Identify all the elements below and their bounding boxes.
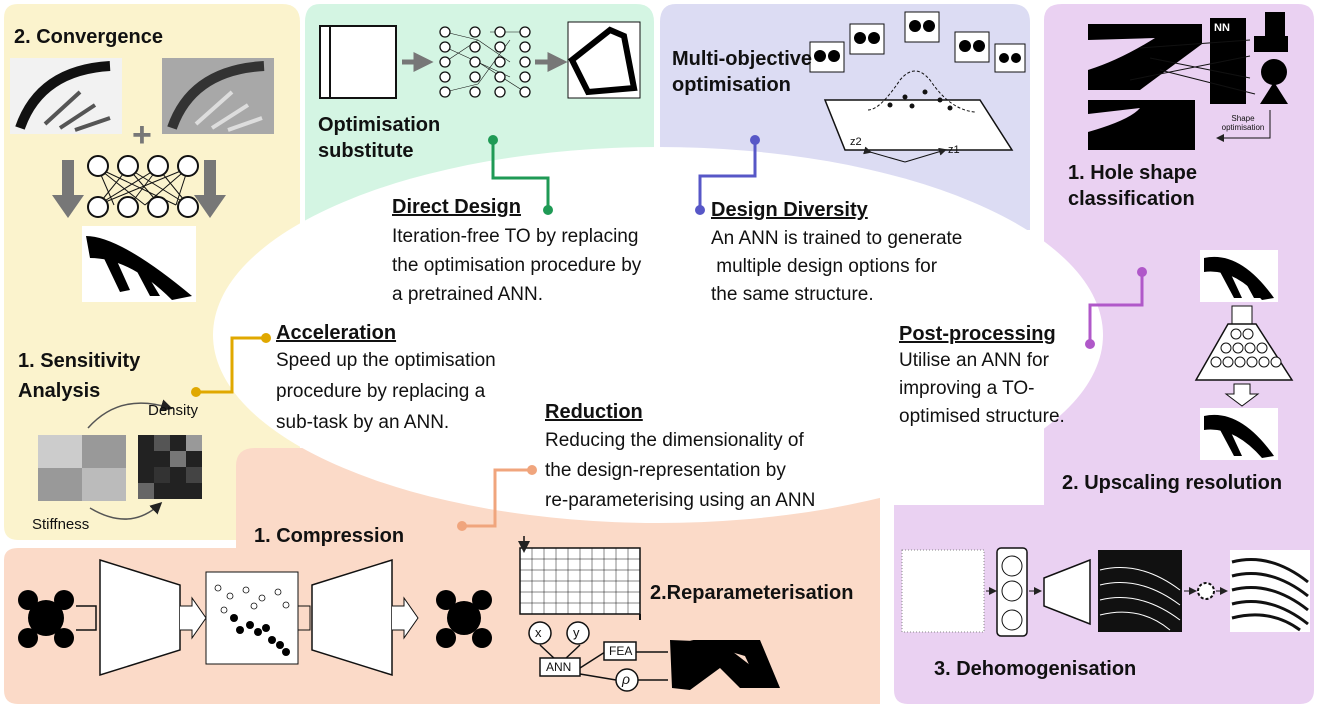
dehomogenisation-illustration: [901, 547, 1310, 637]
y-node-label: y: [573, 625, 580, 640]
acceleration-desc-3: sub-task by an ANN.: [276, 412, 450, 433]
dehomogenisation-title: 3. Dehomogenisation: [934, 658, 1137, 680]
design-diversity-desc-1: An ANN is trained to generate: [711, 228, 963, 249]
ann-box-label: ANN: [546, 660, 572, 674]
fea-box-label: FEA: [609, 644, 633, 658]
optimisation-substitute-title: Optimisation substitute: [318, 114, 441, 162]
compression-illustration: [18, 558, 492, 677]
reduction-desc-3: re-parameterising using an ANN: [545, 490, 816, 511]
design-diversity-title: Design Diversity: [711, 199, 868, 221]
sensitivity-illustration: [38, 399, 202, 520]
convergence-illustration: +: [10, 58, 274, 302]
z1-label: z1: [948, 144, 960, 156]
nn-label: NN: [1214, 22, 1230, 34]
reparameterisation-illustration: [518, 536, 780, 692]
upscaling-illustration: [1194, 250, 1294, 460]
multi-objective-illustration: [809, 11, 1026, 163]
direct-design-title: Direct Design: [392, 196, 521, 218]
connector-acceleration: [196, 336, 266, 394]
shape-optimisation-label: Shape optimisation: [1221, 114, 1265, 132]
acceleration-desc-1: Speed up the optimisation: [276, 350, 496, 371]
reduction-title: Reduction: [545, 401, 643, 423]
center-ellipse: [213, 147, 1103, 523]
density-label: Density: [148, 402, 199, 419]
connector-direct-design: [491, 140, 550, 210]
compression-title: 1. Compression: [254, 525, 405, 547]
convergence-title: 2. Convergence: [14, 26, 163, 48]
hole-shape-illustration: [1088, 12, 1288, 150]
acceleration-desc-2: procedure by replacing a: [276, 381, 486, 402]
stiffness-label: Stiffness: [32, 516, 90, 533]
panel-post-processing: [894, 4, 1314, 704]
multi-objective-title: Multi-objective optimisation: [672, 48, 813, 96]
optimisation-substitute-illustration: [319, 21, 641, 99]
reduction-desc-2: the design-representation by: [545, 460, 786, 481]
reparameterisation-title: 2.Reparameterisation: [650, 582, 854, 604]
sensitivity-title: 1. Sensitivity Analysis: [18, 350, 141, 402]
post-processing-title: Post-processing: [899, 323, 1056, 345]
post-processing-desc-2: improving a TO-: [899, 378, 1035, 399]
direct-design-desc-1: Iteration-free TO by replacing: [392, 226, 639, 247]
reduction-desc-1: Reducing the dimensionality of: [545, 430, 804, 451]
acceleration-title: Acceleration: [276, 322, 397, 344]
rho-node-label: ρ: [622, 671, 631, 687]
connector-design-diversity: [698, 140, 757, 210]
connector-post-processing: [1088, 272, 1144, 344]
upscaling-title: 2. Upscaling resolution: [1062, 472, 1283, 494]
design-diversity-desc-3: the same structure.: [711, 284, 874, 305]
svg-text:+: +: [132, 116, 152, 154]
connector-reduction: [462, 468, 532, 528]
hole-shape-title: 1. Hole shape classification: [1068, 162, 1197, 210]
x-node-label: x: [535, 625, 542, 640]
z2-label: z2: [850, 136, 862, 148]
post-processing-desc-1: Utilise an ANN for: [899, 350, 1049, 371]
post-processing-desc-3: optimised structure.: [899, 406, 1065, 427]
direct-design-desc-2: the optimisation procedure by: [392, 255, 642, 276]
design-diversity-desc-2: multiple design options for: [711, 256, 938, 277]
direct-design-desc-3: a pretrained ANN.: [392, 284, 544, 305]
